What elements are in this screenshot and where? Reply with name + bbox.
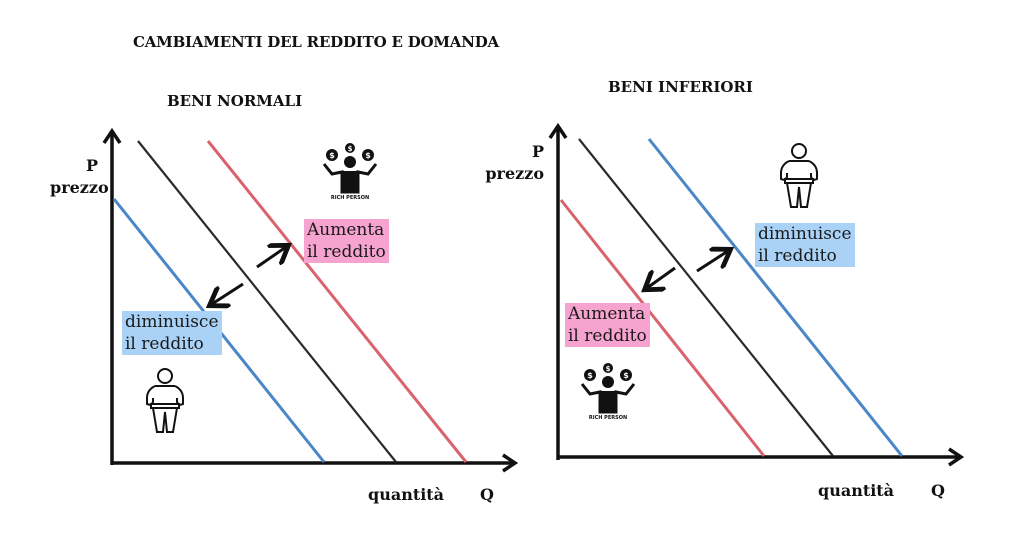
income-down-label: diminuisce il reddito bbox=[755, 223, 855, 267]
income-down-label: diminuisce il reddito bbox=[122, 311, 222, 355]
y-axis-text: prezzo bbox=[485, 164, 544, 183]
shift-left-arrow-icon bbox=[212, 282, 244, 304]
y-axis-arrow-icon bbox=[102, 127, 122, 144]
thin-person-icon bbox=[146, 368, 184, 433]
panel-title-inferior-goods: BENI INFERIORI bbox=[608, 78, 753, 96]
shift-left-arrow-icon bbox=[647, 266, 676, 288]
y-axis-symbol: P bbox=[85, 156, 98, 175]
x-axis-arrow-icon bbox=[948, 447, 965, 467]
income-up-label: Aumenta il reddito bbox=[565, 303, 650, 347]
x-axis-symbol: Q bbox=[480, 485, 494, 504]
svg-text:$: $ bbox=[329, 151, 335, 160]
demand-curve-income-up bbox=[559, 199, 766, 457]
svg-text:$: $ bbox=[348, 145, 353, 153]
demand-curve-original bbox=[578, 138, 834, 457]
shift-right-arrow-icon bbox=[256, 247, 286, 269]
y-axis-label: P prezzo bbox=[484, 141, 544, 185]
y-axis-text: prezzo bbox=[50, 178, 109, 197]
rich-person-icon: $ $ $ RICH PERSON bbox=[322, 143, 378, 200]
main-title: CAMBIAMENTI DEL REDDITO E DOMANDA bbox=[133, 33, 499, 51]
income-up-label: Aumenta il reddito bbox=[304, 219, 389, 263]
demand-curve-original bbox=[137, 140, 397, 463]
svg-text:$: $ bbox=[587, 371, 593, 380]
x-axis-arrow-icon bbox=[502, 453, 519, 473]
x-axis-label: quantità bbox=[368, 485, 445, 504]
rich-person-icon: $ $ $ RICH PERSON bbox=[580, 363, 636, 421]
x-axis-symbol: Q bbox=[931, 481, 945, 500]
svg-text:RICH PERSON: RICH PERSON bbox=[331, 195, 369, 200]
shift-right-arrow-icon bbox=[696, 251, 728, 273]
demand-curve-income-down bbox=[647, 138, 904, 457]
normal-goods-chart bbox=[102, 127, 519, 473]
svg-text:RICH PERSON: RICH PERSON bbox=[589, 415, 627, 421]
svg-text:$: $ bbox=[623, 371, 629, 380]
svg-text:$: $ bbox=[365, 151, 371, 160]
panel-title-normal-goods: BENI NORMALI bbox=[167, 92, 303, 110]
inferior-goods-chart bbox=[548, 122, 965, 467]
thin-person-icon bbox=[780, 143, 818, 208]
y-axis-symbol: P bbox=[531, 142, 544, 161]
y-axis-arrow-icon bbox=[548, 122, 568, 139]
x-axis-label: quantità bbox=[818, 481, 895, 500]
demand-curve-income-up bbox=[206, 140, 468, 463]
svg-text:$: $ bbox=[606, 365, 611, 373]
y-axis-label: P prezzo bbox=[50, 155, 109, 199]
